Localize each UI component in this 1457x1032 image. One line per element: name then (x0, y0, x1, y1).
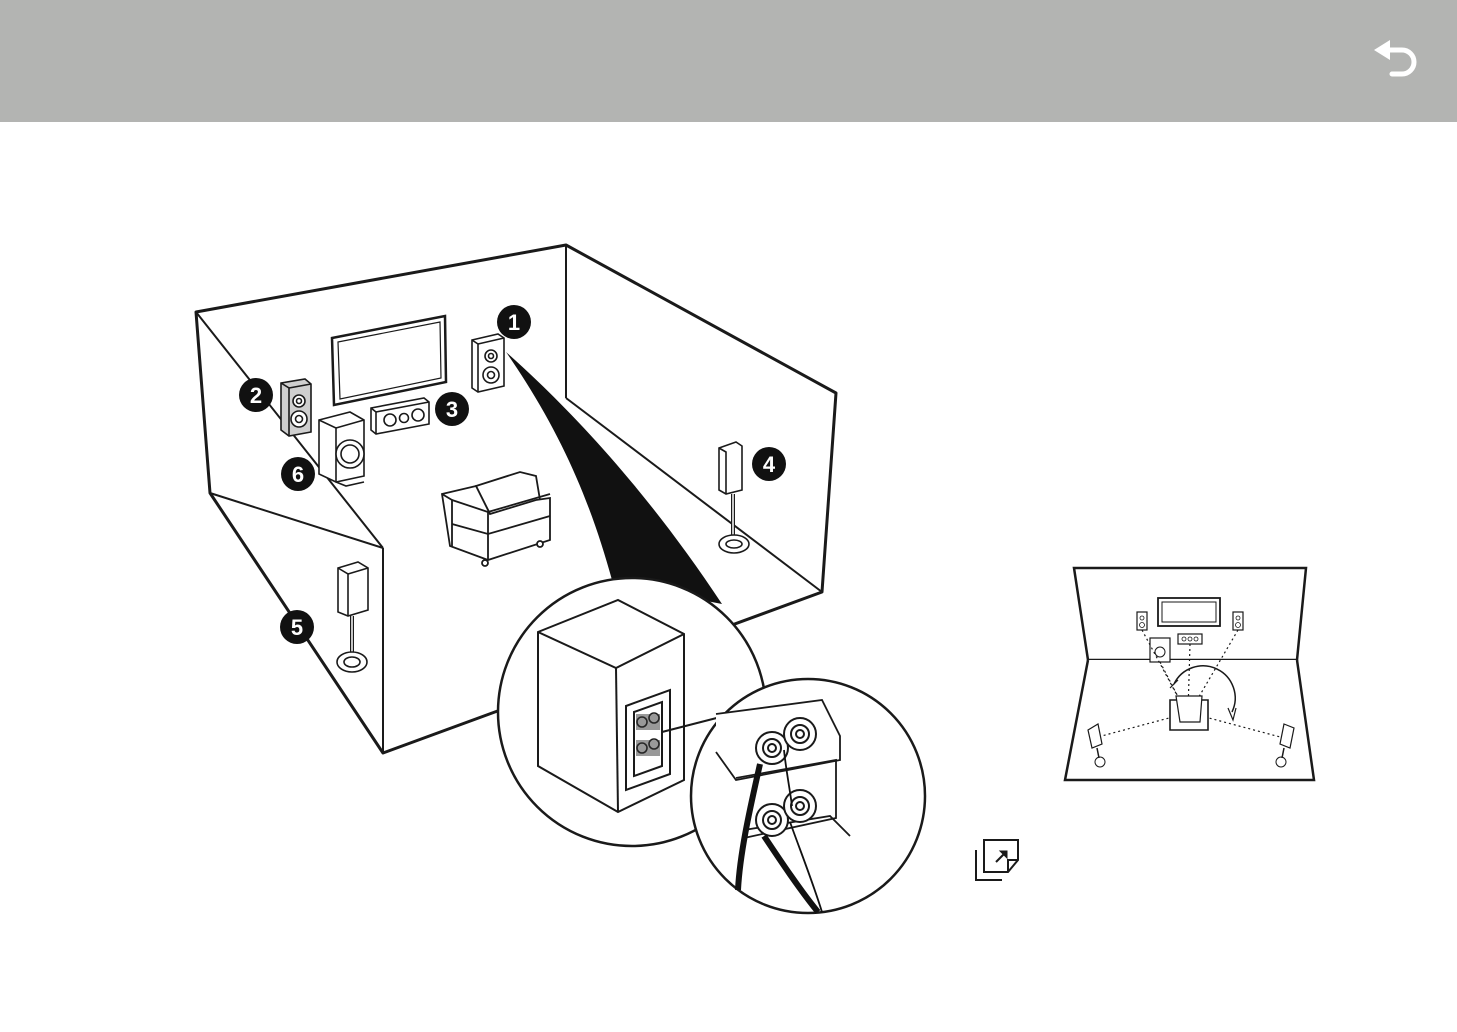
zoom-pointer (506, 352, 722, 604)
angle-diagram (1065, 568, 1314, 780)
surround-right-speaker (719, 442, 749, 553)
callout-2: 2 (239, 378, 273, 412)
callout-5: 5 (280, 610, 314, 644)
callout-4: 4 (752, 447, 786, 481)
speaker-layout-illustration: 1 2 3 4 5 6 (0, 122, 1457, 1032)
header-bar (0, 0, 1457, 122)
front-right-speaker (472, 334, 504, 392)
subwoofer (319, 412, 364, 486)
svg-text:2: 2 (250, 383, 262, 408)
back-button[interactable] (1366, 34, 1426, 86)
center-speaker (371, 398, 429, 434)
surround-left-speaker (337, 562, 368, 672)
callout-1: 1 (497, 305, 531, 339)
tv (332, 316, 446, 405)
svg-text:5: 5 (291, 615, 303, 640)
callout-6: 6 (281, 457, 315, 491)
return-arrow-icon (1366, 34, 1426, 86)
terminal-zoom (691, 679, 925, 913)
callout-3: 3 (435, 392, 469, 426)
svg-text:3: 3 (446, 397, 458, 422)
svg-text:1: 1 (508, 310, 520, 335)
front-left-speaker (281, 379, 311, 436)
svg-text:6: 6 (292, 462, 304, 487)
sofa (442, 472, 550, 566)
page-reference-icon[interactable] (976, 840, 1018, 880)
svg-text:4: 4 (763, 452, 776, 477)
